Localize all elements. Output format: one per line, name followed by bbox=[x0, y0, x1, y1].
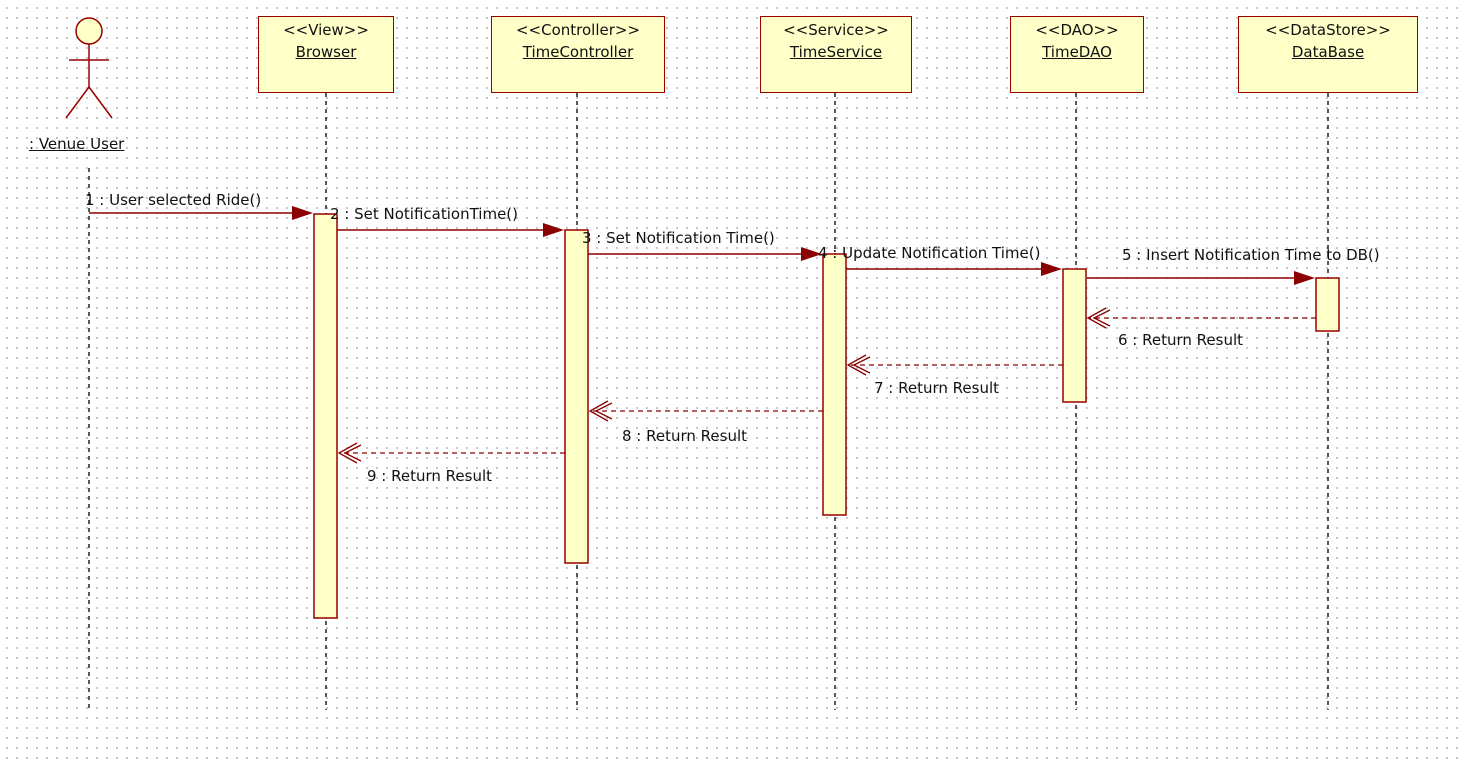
message-9-arrow bbox=[337, 442, 565, 464]
message-2-label: 2 : Set NotificationTime() bbox=[330, 205, 518, 223]
message-1-label: 1 : User selected Ride() bbox=[85, 191, 261, 209]
lifeline-box-time-controller[interactable]: <<Controller>> TimeController bbox=[491, 16, 665, 93]
message-8-label: 8 : Return Result bbox=[622, 427, 747, 445]
message-7-label: 7 : Return Result bbox=[874, 379, 999, 397]
actor-label: : Venue User bbox=[29, 135, 125, 153]
message-6-arrow bbox=[1086, 307, 1316, 329]
message-1-arrow bbox=[89, 206, 313, 220]
message-4-arrow bbox=[846, 262, 1062, 276]
message-3-label: 3 : Set Notification Time() bbox=[582, 229, 775, 247]
activation-time-dao bbox=[1062, 268, 1087, 403]
stereotype-time-dao: <<DAO>> bbox=[1035, 21, 1119, 39]
lifeline-box-time-service[interactable]: <<Service>> TimeService bbox=[760, 16, 912, 93]
message-6-label: 6 : Return Result bbox=[1118, 331, 1243, 349]
lifeline-box-browser[interactable]: <<View>> Browser bbox=[258, 16, 394, 93]
activation-time-controller bbox=[564, 229, 589, 564]
lifeline-box-time-dao[interactable]: <<DAO>> TimeDAO bbox=[1010, 16, 1144, 93]
stereotype-time-service: <<Service>> bbox=[783, 21, 889, 39]
lifeline-name-time-dao: TimeDAO bbox=[1042, 43, 1112, 61]
lifeline-name-time-controller: TimeController bbox=[522, 43, 634, 61]
message-4-label: 4 : Update Notification Time() bbox=[818, 244, 1040, 262]
message-8-arrow bbox=[588, 400, 823, 422]
activation-database bbox=[1315, 277, 1340, 332]
message-9-label: 9 : Return Result bbox=[367, 467, 492, 485]
stereotype-time-controller: <<Controller>> bbox=[515, 21, 641, 39]
stereotype-browser: <<View>> bbox=[283, 21, 369, 39]
activation-time-service bbox=[822, 253, 847, 516]
lifeline-name-browser: Browser bbox=[295, 43, 357, 61]
message-5-arrow bbox=[1087, 271, 1315, 285]
message-2-arrow bbox=[337, 223, 564, 237]
actor-icon bbox=[65, 17, 113, 119]
lifeline-name-database: DataBase bbox=[1291, 43, 1365, 61]
message-5-label: 5 : Insert Notification Time to DB() bbox=[1122, 246, 1380, 264]
activation-browser bbox=[313, 213, 338, 619]
message-3-arrow bbox=[588, 247, 822, 261]
lifeline-box-database[interactable]: <<DataStore>> DataBase bbox=[1238, 16, 1418, 93]
stereotype-database: <<DataStore>> bbox=[1265, 21, 1391, 39]
message-7-arrow bbox=[846, 354, 1063, 376]
lifeline-name-time-service: TimeService bbox=[789, 43, 883, 61]
